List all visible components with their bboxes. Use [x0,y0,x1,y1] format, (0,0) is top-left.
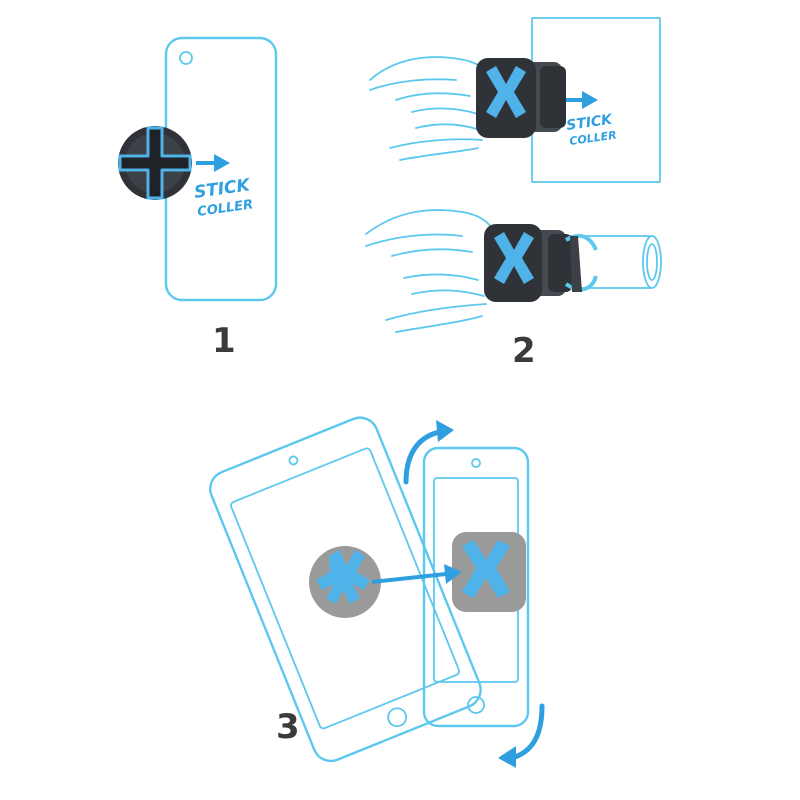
square-mount-icon [452,532,526,612]
step-2-wall-panel: STICK COLLER [369,17,661,183]
rotate-arrow-icon [403,420,454,485]
tablet-icon [209,416,482,763]
stick-label-2: STICK [565,112,614,134]
square-mount-icon [476,58,566,138]
step-number-1: 1 [212,321,236,361]
hand-icon [369,56,487,161]
step-3-panel: 3 [209,416,545,768]
arrow-right-icon [566,91,598,109]
square-mount-icon [484,224,598,302]
rotate-arrow-icon [498,703,545,768]
hand-icon [365,209,493,333]
arrow-right-icon [371,564,462,584]
round-mount-icon [309,546,381,618]
step-2-bar-panel: 2 [365,209,662,371]
step-number-3: 3 [276,707,300,747]
arrow-right-icon [196,154,230,172]
step-1-panel: STICK COLLER 1 [118,36,278,361]
step-number-2: 2 [512,331,536,371]
round-mount-icon [118,126,192,200]
